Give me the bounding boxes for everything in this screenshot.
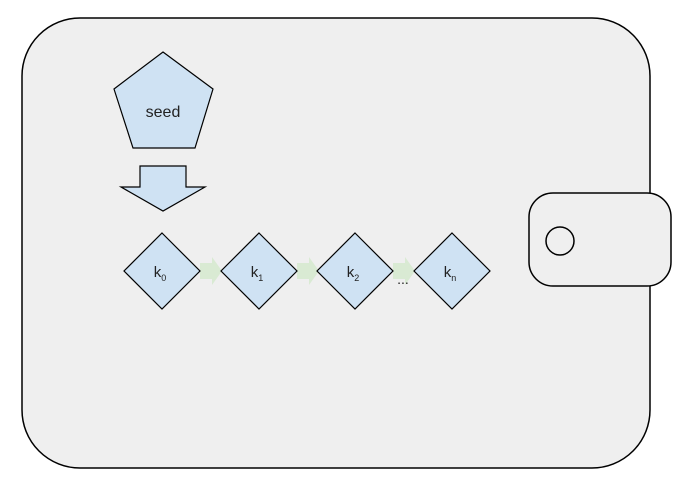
chain-links <box>200 257 415 285</box>
seed-node: seed <box>113 51 214 149</box>
key-diamond-icon <box>413 232 491 310</box>
key-sub-label: 2 <box>354 273 359 283</box>
link-arrow-icon <box>200 257 222 285</box>
key-diamond-icon <box>123 232 201 310</box>
key-sub-label: n <box>451 273 456 283</box>
key-node: k1 <box>220 232 298 310</box>
clasp-button-icon <box>545 226 575 256</box>
key-sub-label: 0 <box>161 273 166 283</box>
key-sub-label: 1 <box>258 273 263 283</box>
key-node: k2 <box>316 232 394 310</box>
key-node: k0 <box>123 232 201 310</box>
key-node: kn <box>413 232 491 310</box>
derive-arrow-icon <box>118 165 208 212</box>
key-base-label: k <box>154 264 162 281</box>
key-base-label: k <box>347 264 355 281</box>
key-base-label: k <box>444 264 452 281</box>
svg-text:k0: k0 <box>154 264 167 283</box>
svg-text:kn: kn <box>444 264 457 283</box>
wallet-clasp <box>528 192 672 287</box>
seed-pentagon-icon <box>113 51 214 149</box>
key-base-label: k <box>251 264 259 281</box>
svg-text:k1: k1 <box>251 264 264 283</box>
seed-label: seed <box>146 104 181 121</box>
chain-ellipsis: ... <box>397 271 409 287</box>
key-diamond-icon <box>316 232 394 310</box>
svg-text:k2: k2 <box>347 264 360 283</box>
key-diamond-icon <box>220 232 298 310</box>
link-arrow-icon <box>393 257 415 285</box>
link-arrow-icon <box>297 257 319 285</box>
